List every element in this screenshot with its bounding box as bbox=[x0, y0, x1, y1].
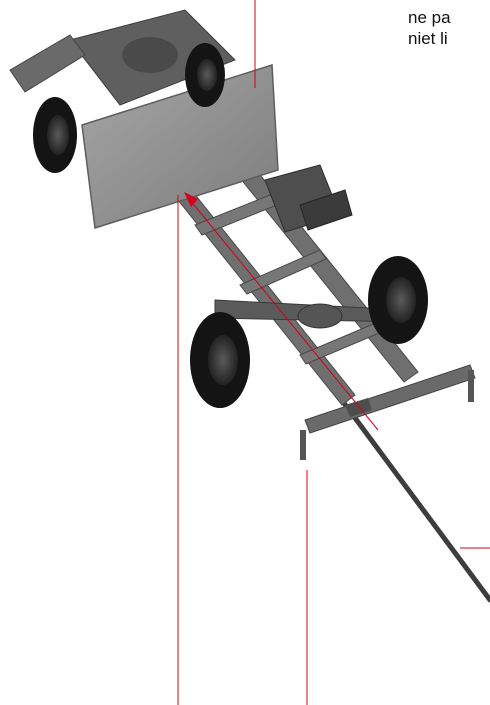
front-right-wheel bbox=[185, 43, 225, 107]
rear-right-wheel bbox=[368, 256, 428, 344]
rear-bumper bbox=[304, 364, 476, 434]
rear-left-wheel bbox=[190, 312, 250, 408]
fuel-tank bbox=[299, 189, 353, 231]
front-left-wheel bbox=[33, 97, 77, 173]
differential bbox=[297, 303, 343, 329]
leader-arrowhead bbox=[184, 192, 198, 207]
engine-part bbox=[122, 37, 178, 73]
leader-lines bbox=[177, 0, 490, 705]
caption-line-1: ne pa bbox=[408, 8, 451, 27]
tow-hitch bbox=[345, 398, 372, 417]
caption-line-2: niet li bbox=[408, 29, 448, 48]
leader-line-diagonal bbox=[189, 199, 379, 431]
bumper-leg-right bbox=[468, 370, 474, 402]
chassis bbox=[9, 9, 490, 603]
bumper-leg-left bbox=[300, 430, 306, 460]
cross-member-2 bbox=[239, 249, 327, 295]
radiator bbox=[9, 34, 86, 93]
